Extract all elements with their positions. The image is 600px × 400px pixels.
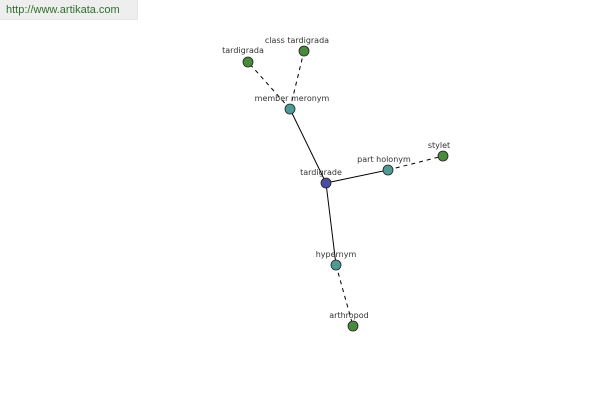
edge-tardigrade-to-hypernym: [325, 182, 337, 266]
node-dot-class-tardigrada[interactable]: [298, 45, 310, 57]
node-label-tardigrada[interactable]: tardigrada: [222, 46, 264, 55]
node-stylet[interactable]: stylet: [428, 141, 450, 162]
site-url-link[interactable]: http://www.artikata.com: [6, 4, 120, 16]
node-dot-member-meronym[interactable]: [284, 103, 296, 115]
node-dot-tardigrada[interactable]: [242, 56, 254, 68]
node-label-tardigrade[interactable]: tardigrade: [300, 168, 342, 177]
node-label-stylet[interactable]: stylet: [428, 141, 450, 150]
node-class-tardigrada[interactable]: class tardigrada: [265, 36, 329, 57]
edge-tardigrade-to-part-holonym: [325, 169, 389, 184]
node-dot-part-holonym[interactable]: [382, 164, 394, 176]
node-dot-tardigrade[interactable]: [320, 177, 332, 189]
url-bar: http://www.artikata.com: [0, 0, 138, 20]
node-tardigrade[interactable]: tardigrade: [300, 168, 342, 189]
node-arthropod[interactable]: arthropod: [329, 311, 369, 332]
node-dot-hypernym[interactable]: [330, 259, 342, 271]
node-tardigrada[interactable]: tardigrada: [222, 46, 264, 68]
node-label-arthropod[interactable]: arthropod: [329, 311, 368, 320]
node-label-member-meronym[interactable]: member meronym: [255, 94, 330, 103]
node-part-holonym[interactable]: part holonym: [357, 155, 411, 176]
node-hypernym[interactable]: hypernym: [316, 250, 357, 271]
node-label-part-holonym[interactable]: part holonym: [357, 155, 411, 164]
node-label-class-tardigrada[interactable]: class tardigrada: [265, 36, 329, 45]
node-member-meronym[interactable]: member meronym: [255, 94, 330, 115]
node-dot-arthropod[interactable]: [347, 320, 359, 332]
edge-member-meronym-to-class-tardigrada: [289, 50, 305, 110]
edge-member-meronym-to-tardigrada: [247, 61, 291, 110]
edge-tardigrade-to-member-meronym: [289, 108, 327, 184]
nodes-layer: tardigrade member meronym part holonym hype…: [222, 36, 450, 332]
node-dot-stylet[interactable]: [437, 150, 449, 162]
edge-hypernym-to-arthropod: [335, 264, 354, 327]
edge-part-holonym-to-stylet: [387, 155, 444, 171]
node-label-hypernym[interactable]: hypernym: [316, 250, 357, 259]
edges-layer: [247, 50, 444, 327]
